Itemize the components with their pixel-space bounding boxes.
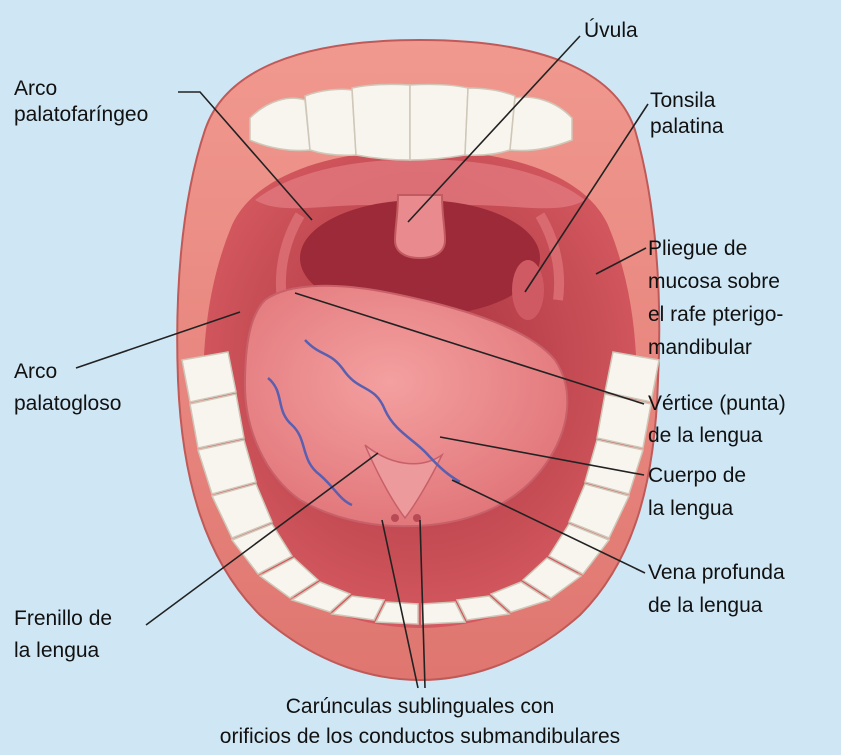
label-frenillo-de-la-lengua: Frenillo de la lengua [14, 603, 112, 667]
label-carunculas-sublinguales: Carúnculas sublinguales con orificios de… [120, 692, 720, 752]
label-pliegue-de-mucosa: Pliegue de mucosa sobre el rafe pterigo-… [648, 232, 783, 364]
sublingual-caruncle-left [391, 514, 399, 522]
label-arco-palatogloso: Arco palatogloso [14, 356, 121, 420]
label-vena-profunda: Vena profunda de la lengua [648, 556, 785, 622]
label-uvula: Úvula [584, 18, 638, 44]
label-cuerpo-de-la-lengua: Cuerpo de la lengua [648, 459, 746, 525]
label-tonsila-palatina: Tonsila palatina [650, 88, 724, 140]
label-vertice-de-la-lengua: Vértice (punta) de la lengua [648, 388, 786, 452]
label-arco-palatofaringeo: Arco palatofaríngeo [14, 76, 148, 128]
uvula [395, 195, 445, 258]
